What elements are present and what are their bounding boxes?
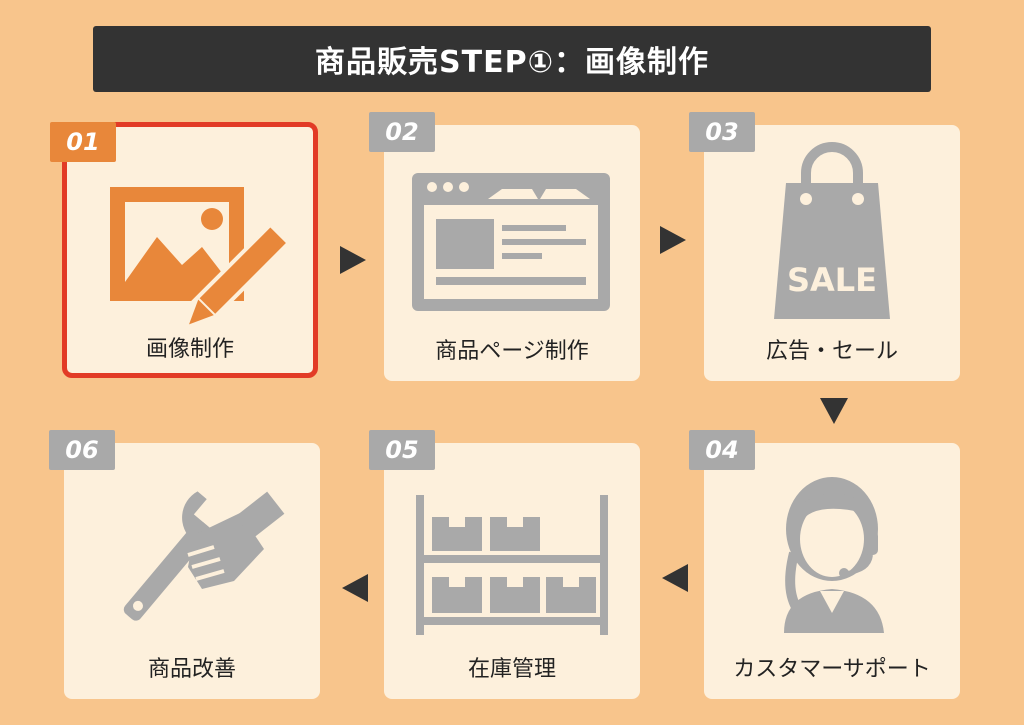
step-number-badge: 06 xyxy=(49,430,115,470)
step-label: 商品ページ制作 xyxy=(435,339,589,364)
page-title-banner: 商品販売STEP①：画像制作 xyxy=(93,26,931,92)
arrow-right-icon xyxy=(340,246,366,274)
arrow-down-icon xyxy=(820,398,848,424)
step-card-02[interactable]: 02 商品ページ制作 xyxy=(369,112,640,381)
step-number-badge: 04 xyxy=(689,430,755,470)
wrench-hand-icon xyxy=(123,491,285,621)
step-card-03[interactable]: 03 SALE 広告・セール xyxy=(689,112,960,381)
page-title: 商品販売STEP①：画像制作 xyxy=(315,45,709,80)
step-card-04[interactable]: 04 カスタマーサポート xyxy=(689,430,960,699)
step-number-badge: 01 xyxy=(50,122,116,162)
sale-bag-icon: SALE xyxy=(774,142,890,319)
inventory-shelf-icon xyxy=(416,495,608,635)
step-number-badge: 02 xyxy=(369,112,435,152)
step-number-badge: 03 xyxy=(689,112,755,152)
arrow-left-icon xyxy=(662,564,688,592)
arrow-left-icon xyxy=(342,574,368,602)
step-number-badge: 05 xyxy=(369,430,435,470)
step-label: 広告・セール xyxy=(765,339,898,364)
step-card-01[interactable]: 01 画像制作 xyxy=(50,122,318,378)
step-card-06[interactable]: 06 商品改善 xyxy=(49,430,320,699)
sale-text: SALE xyxy=(787,261,877,299)
step-label: カスタマーサポート xyxy=(733,657,931,682)
step-label: 在庫管理 xyxy=(467,657,556,682)
step-label: 商品改善 xyxy=(147,657,236,682)
webpage-icon xyxy=(412,173,610,311)
step-card-05[interactable]: 05 在庫管理 xyxy=(369,430,640,699)
step-label: 画像制作 xyxy=(145,337,234,362)
arrow-right-icon xyxy=(660,226,686,254)
support-operator-icon xyxy=(784,477,884,633)
image-edit-icon xyxy=(110,187,292,325)
